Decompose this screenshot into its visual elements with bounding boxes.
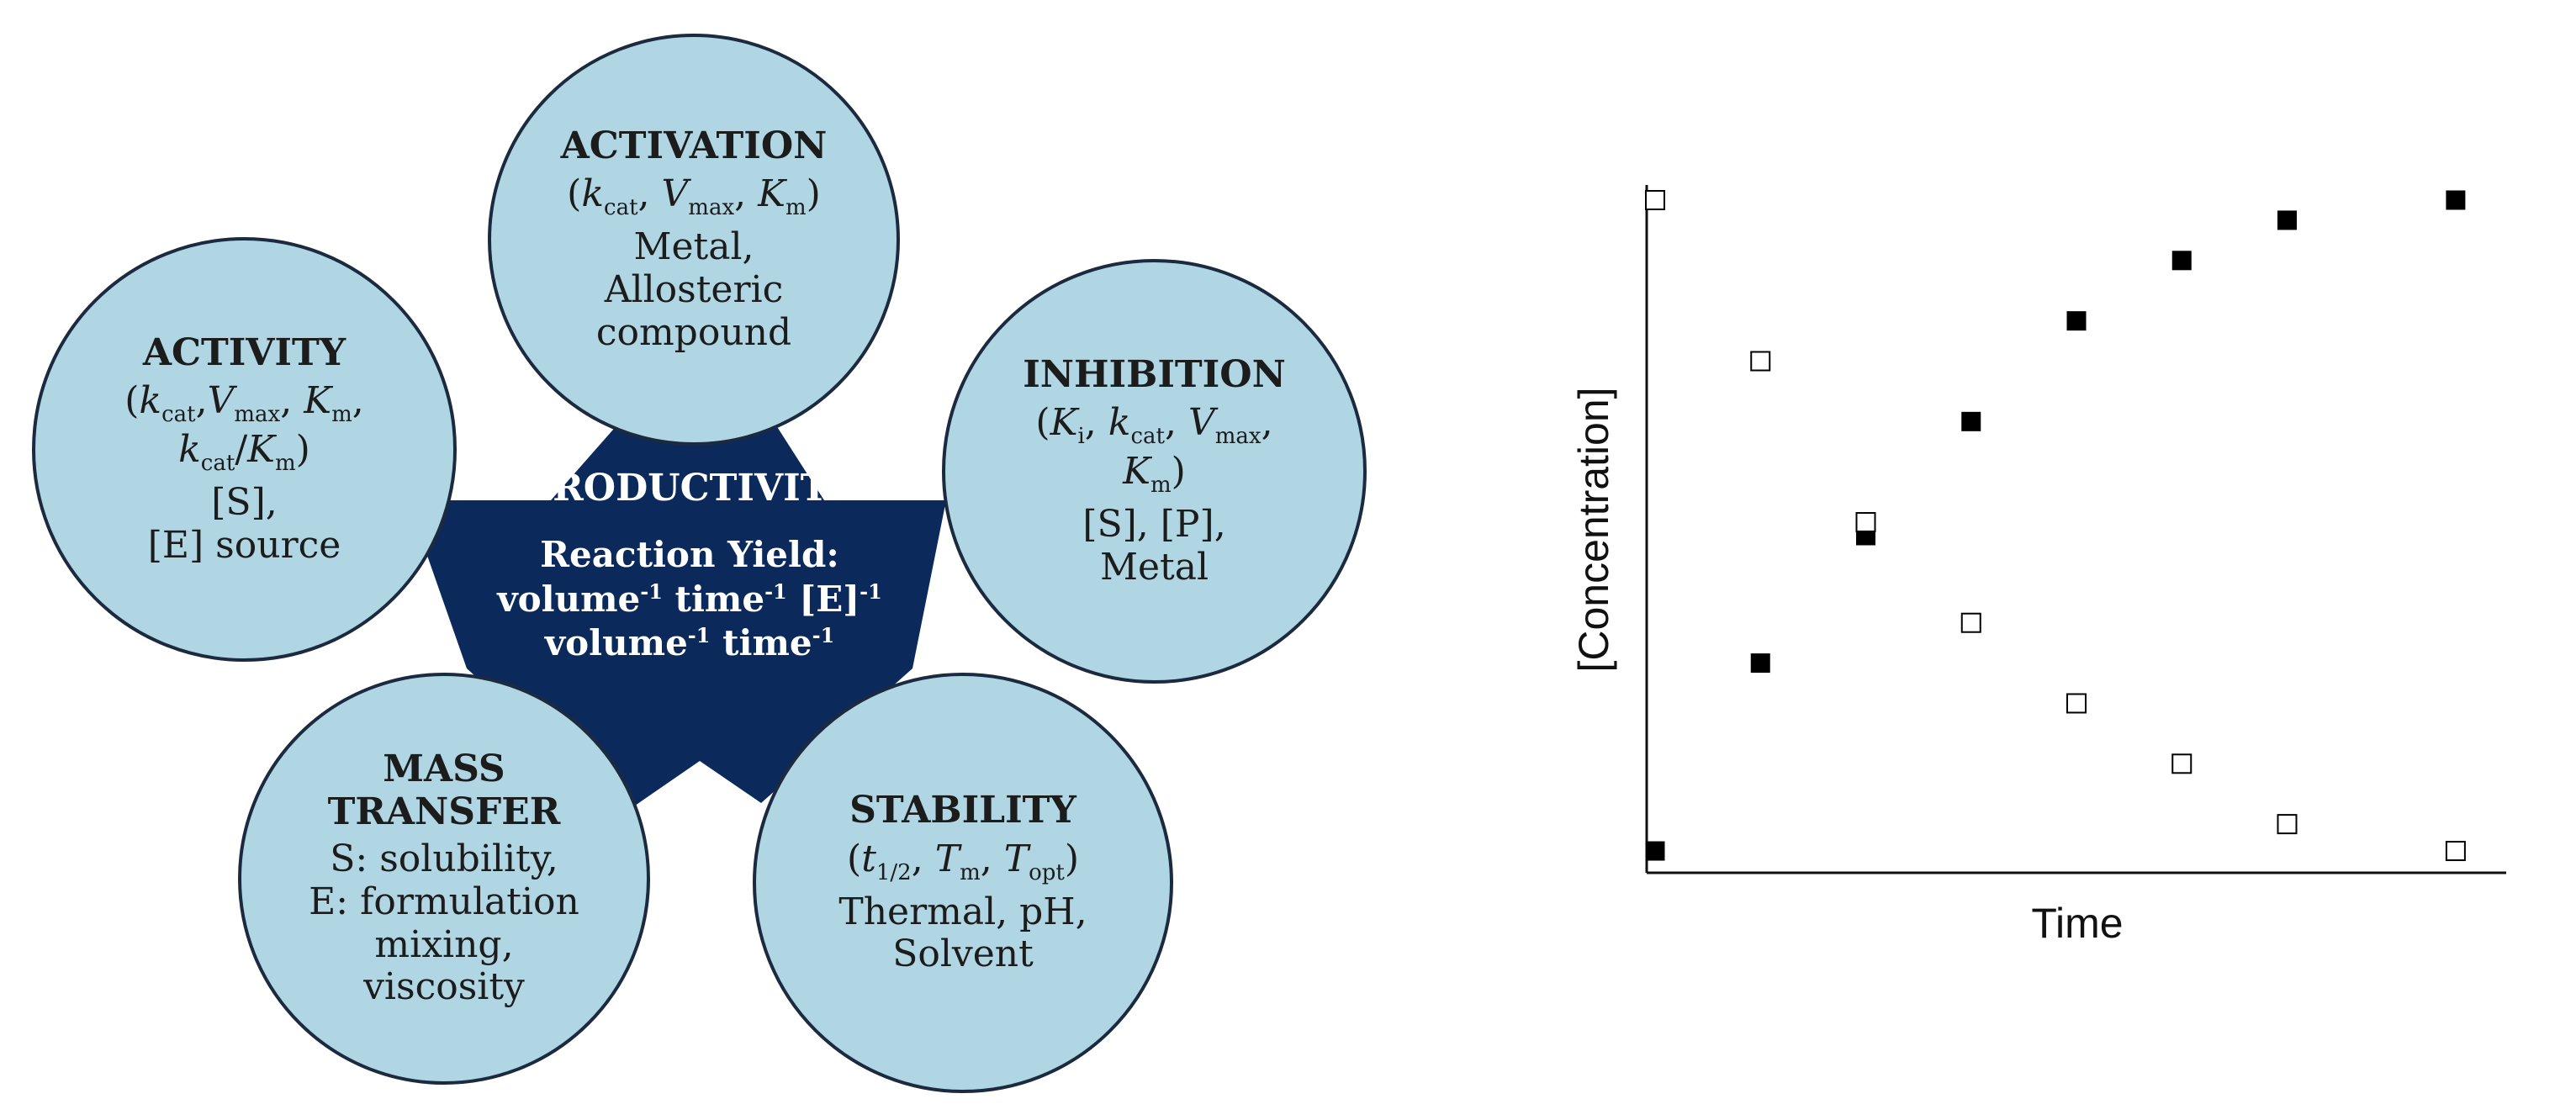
concentration-time-chart: Time [Concentration] [1531, 126, 2540, 967]
stability-params: (t1/2, Tm, Topt) [847, 837, 1079, 885]
activation-title: ACTIVATION [560, 124, 828, 167]
open-square-point-3 [1960, 612, 1981, 633]
mass-transfer-factors: S: solubility, E: formulation mixing, vi… [309, 837, 579, 1009]
scatter-plot: Time [Concentration] [1570, 185, 2506, 947]
yield-expression-1: volume-1 time-1 [E]-1 [497, 578, 882, 620]
activation-bubble: ACTIVATION (kcat, Vmax, Km) Metal, Allos… [488, 34, 900, 446]
productivity-center-text: PRODUCTIVITY Reaction Yield: volume-1 ti… [446, 467, 934, 666]
open-square-point-2 [1855, 512, 1876, 533]
open-square-point-5 [2171, 753, 2193, 774]
mass-transfer-bubble: MASS TRANSFER S: solubility, E: formulat… [238, 673, 650, 1085]
filled-square-point-6 [2277, 210, 2297, 230]
inhibition-factors: [S], [P], Metal [1082, 503, 1226, 589]
filled-square-point-1 [1750, 653, 1770, 674]
activity-title: ACTIVITY [142, 330, 346, 374]
productivity-title: PRODUCTIVITY [525, 467, 854, 510]
y-axis-label: [Concentration] [1570, 387, 1617, 672]
filled-square-point-4 [2066, 311, 2087, 331]
activity-bubble: ACTIVITY (kcat,Vmax, Km,kcat/Km) [S], [E… [32, 237, 457, 662]
stability-factors: Thermal, pH, Solvent [838, 890, 1087, 976]
yield-expression-2: volume-1 time-1 [544, 622, 835, 663]
inhibition-params: (Ki, kcat, Vmax,Km) [1035, 401, 1273, 498]
filled-square-point-5 [2171, 251, 2192, 271]
stability-title: STABILITY [849, 789, 1076, 832]
enzyme-productivity-diagram: PRODUCTIVITY Reaction Yield: volume-1 ti… [32, 34, 1367, 1093]
open-square-point-4 [2066, 693, 2087, 714]
mass-transfer-title: MASS TRANSFER [327, 748, 561, 833]
activation-factors: Metal, Allosteric compound [595, 225, 792, 354]
open-square-point-6 [2277, 814, 2298, 835]
filled-square-point-7 [2446, 190, 2466, 210]
activity-params: (kcat,Vmax, Km,kcat/Km) [124, 379, 364, 476]
filled-square-point-3 [1961, 411, 1981, 431]
filled-square-point-0 [1645, 841, 1665, 861]
activity-factors: [S], [E] source [147, 481, 341, 567]
open-square-point-1 [1750, 351, 1771, 372]
x-axis-label: Time [2031, 900, 2123, 947]
open-square-point-0 [1645, 189, 1665, 210]
open-square-point-7 [2445, 841, 2466, 862]
activation-params: (kcat, Vmax, Km) [567, 172, 821, 221]
stability-bubble: STABILITY (t1/2, Tm, Topt) Thermal, pH, … [753, 673, 1173, 1093]
reaction-yield-label: Reaction Yield: [540, 534, 839, 575]
inhibition-title: INHIBITION [1023, 352, 1286, 396]
inhibition-bubble: INHIBITION (Ki, kcat, Vmax,Km) [S], [P],… [942, 259, 1367, 684]
data-points [1645, 189, 2466, 862]
